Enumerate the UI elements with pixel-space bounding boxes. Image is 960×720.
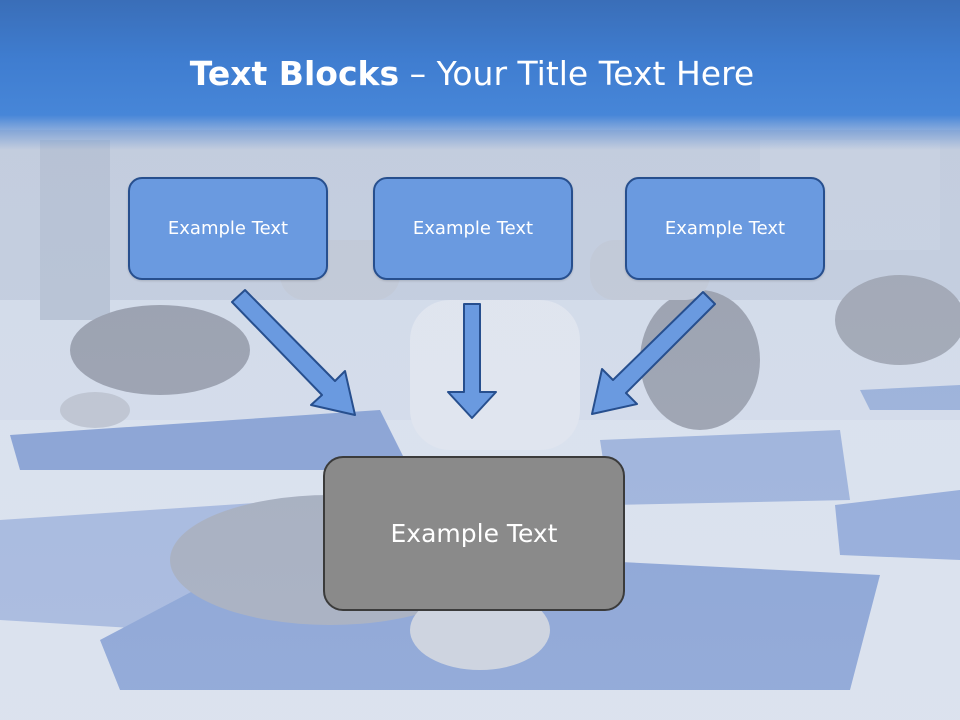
arrow-left	[231, 289, 356, 416]
text-block-center[interactable]: Example Text	[373, 177, 573, 280]
text-block-bottom-label: Example Text	[390, 519, 558, 548]
text-block-center-label: Example Text	[412, 218, 534, 239]
title-dash: –	[399, 54, 437, 93]
slide-title: Text Blocks – Your Title Text Here	[0, 54, 944, 93]
title-bold: Text Blocks	[189, 54, 400, 93]
title-bar	[0, 0, 960, 150]
text-block-left[interactable]: Example Text	[128, 177, 328, 280]
text-block-right[interactable]: Example Text	[625, 177, 825, 280]
text-block-left-label: Example Text	[167, 218, 289, 239]
arrow-right	[591, 291, 716, 415]
arrow-center	[447, 303, 497, 419]
text-block-right-label: Example Text	[664, 218, 786, 239]
title-rest: Your Title Text Here	[436, 54, 755, 93]
text-block-bottom[interactable]: Example Text	[323, 456, 625, 611]
